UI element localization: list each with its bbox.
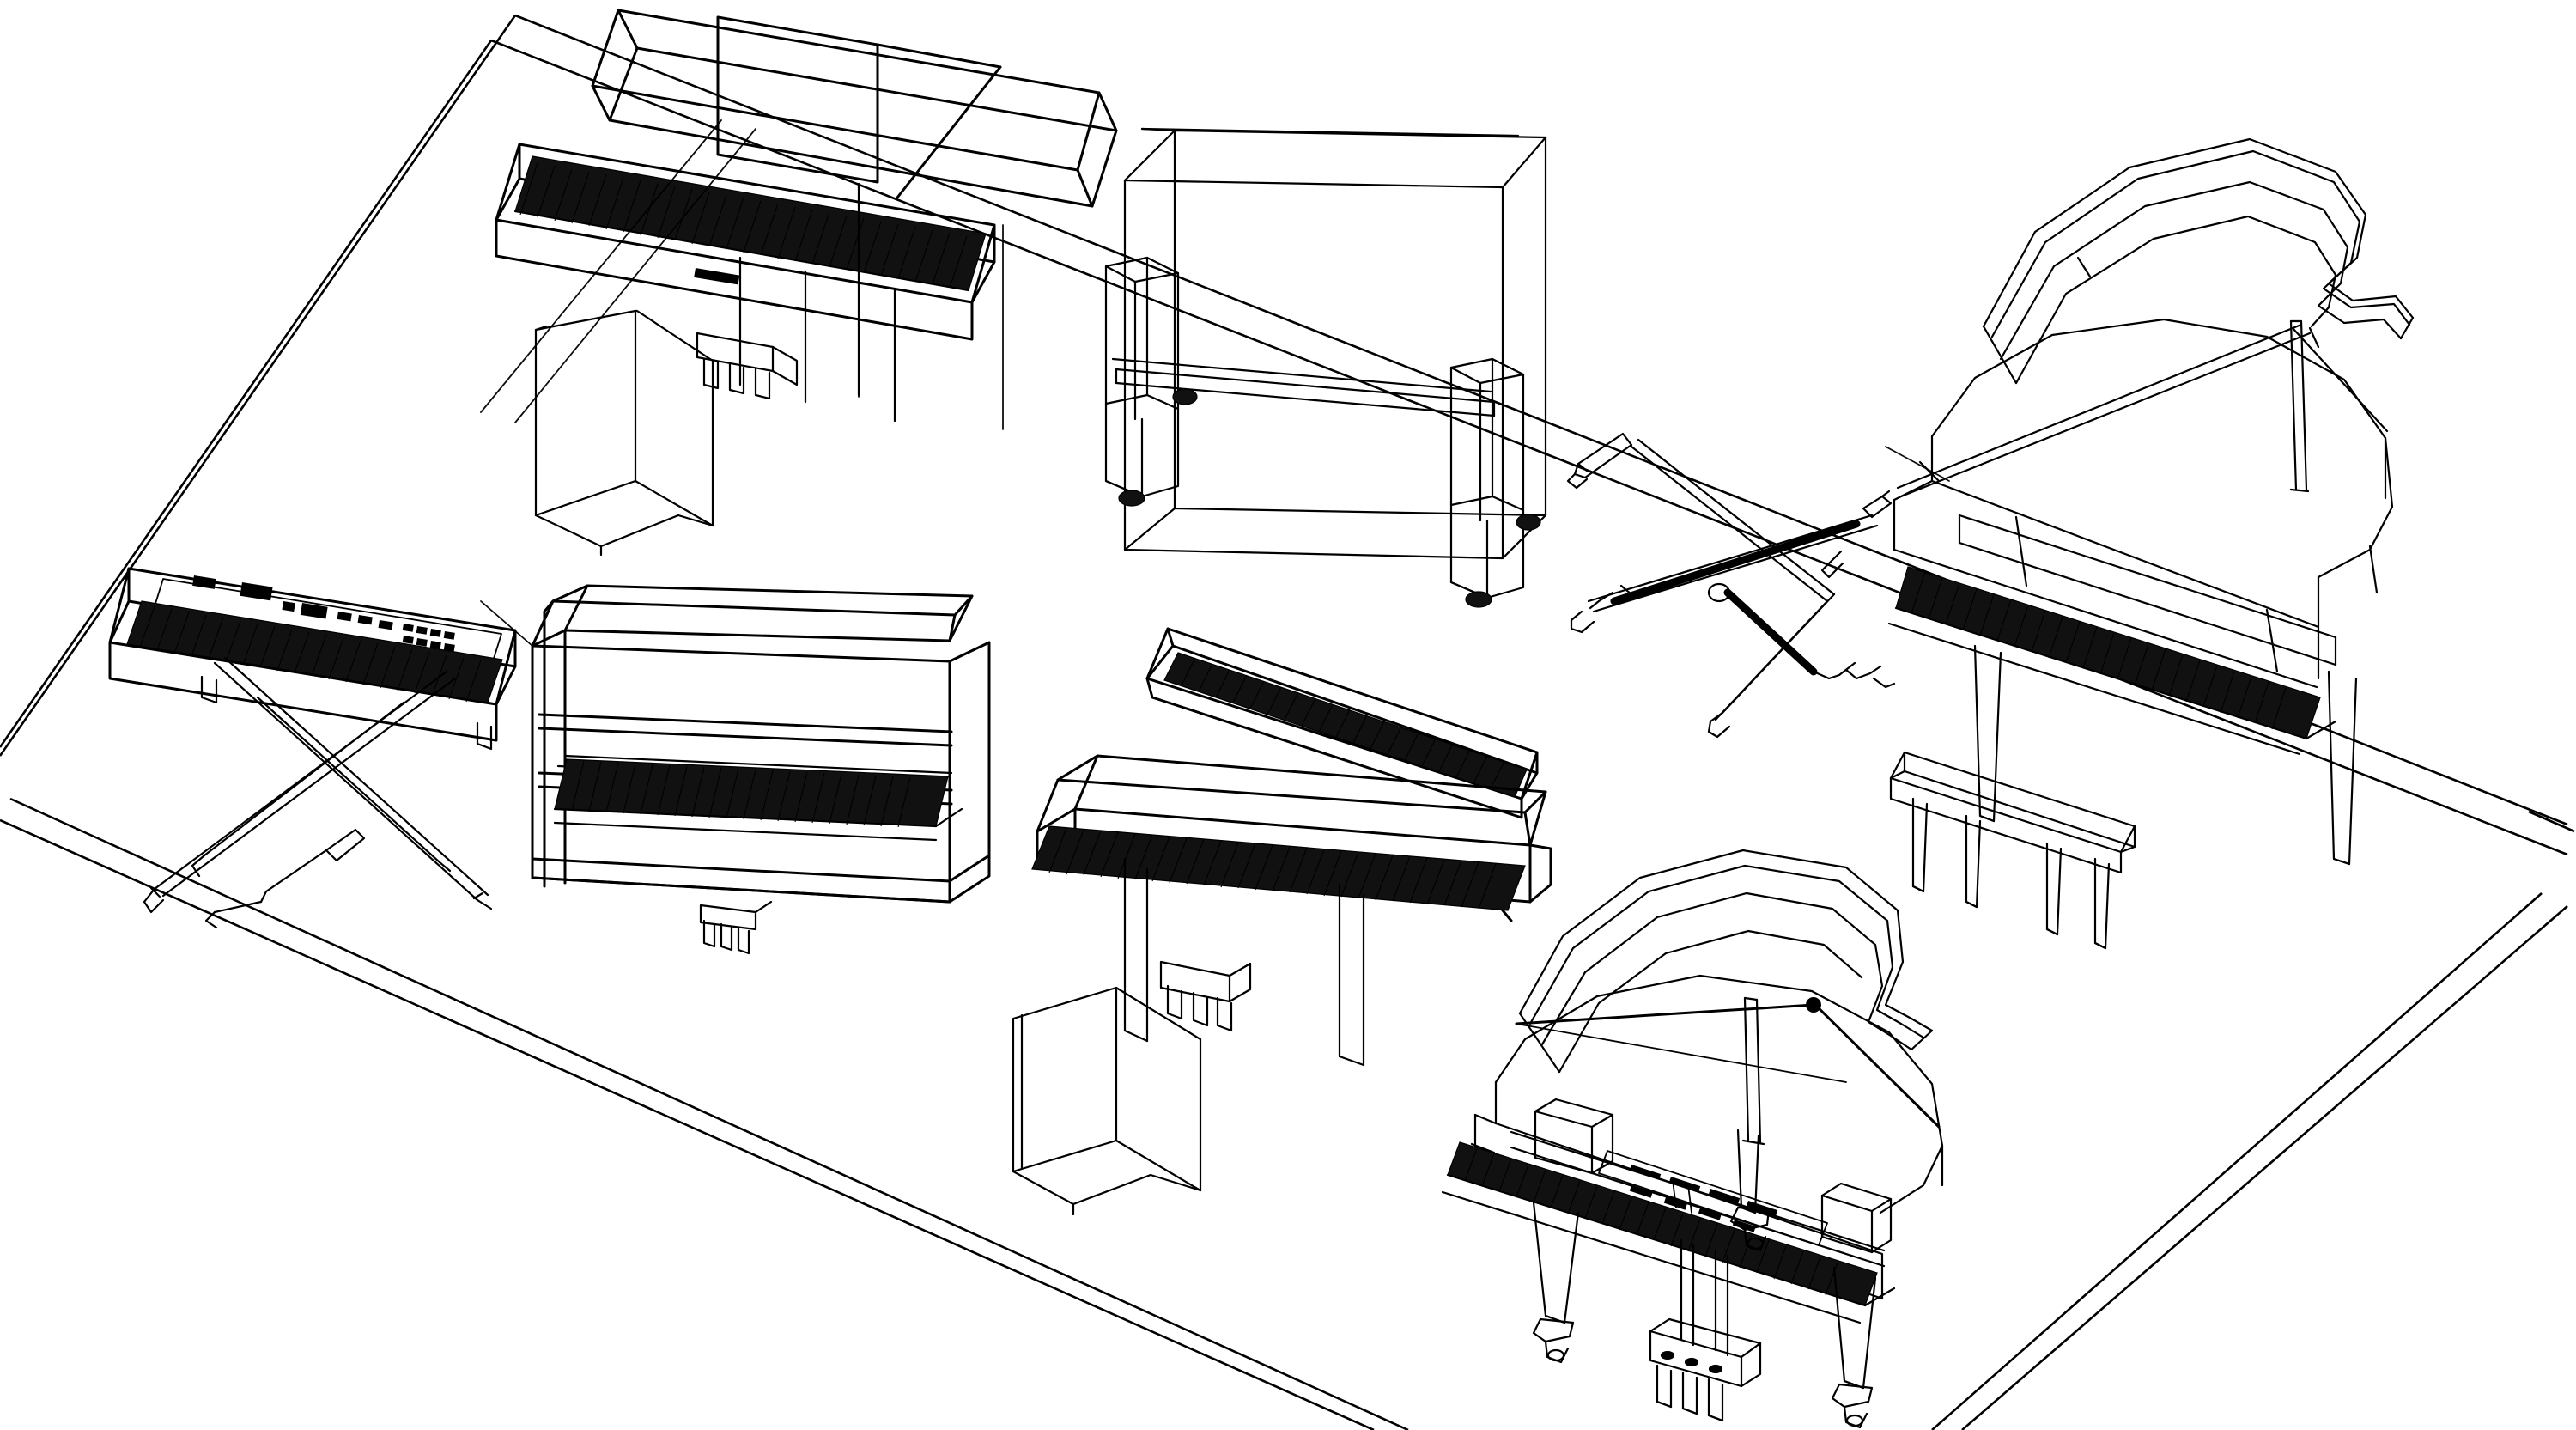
upright-frame-right-post: [1449, 357, 1525, 608]
baby-grand-control-panel[interactable]: [1598, 1150, 1828, 1246]
portable-keyboard-x-stand[interactable]: [143, 656, 493, 929]
digital-piano-legs: [1123, 857, 1365, 1067]
slab-keyboard-keys[interactable]: [1163, 652, 1528, 798]
baby-grand-legs: [1532, 1129, 1877, 1429]
x-stand-center[interactable]: [1566, 432, 1896, 739]
portable-keyboard-left[interactable]: [108, 567, 517, 929]
grand-piano-legs: [1973, 545, 2379, 866]
digital-piano-stand-frame: [1012, 986, 1202, 1216]
construction-guide-lines: [480, 119, 1950, 647]
grand-piano-keyboard[interactable]: [1887, 566, 2337, 756]
baby-grand-lid-stay-cable: [1515, 997, 1941, 1129]
upright-frame-bolt: [1516, 514, 1541, 531]
baby-grand-lid: [1518, 849, 1934, 1146]
stage-piano-keyboard[interactable]: [513, 155, 987, 292]
portable-keyboard-keys[interactable]: [126, 600, 503, 703]
stage-piano-body: [591, 9, 1118, 208]
stage-piano-pedal-unit[interactable]: [696, 332, 799, 400]
upright-frame-crossbar: [1111, 357, 1496, 417]
console-piano-pedals[interactable]: [699, 900, 773, 955]
grand-piano-lid: [1982, 137, 2415, 493]
baby-grand-left-block: [1534, 1098, 1614, 1175]
upright-frame-bolt: [1172, 388, 1198, 405]
baby-grand-pedal-lyre[interactable]: [1649, 1238, 1762, 1422]
stage-piano-brand-logo: [694, 268, 740, 285]
slab-keyboard-shell: [1145, 627, 1539, 819]
grand-piano-bench[interactable]: [1889, 751, 2136, 950]
grand-piano-rim: [1893, 318, 2394, 689]
console-piano-center-left[interactable]: [531, 584, 991, 955]
grand-piano-right[interactable]: [1887, 137, 2415, 950]
baby-grand-right-block: [1820, 1182, 1893, 1254]
slab-keyboard-center[interactable]: [1145, 627, 1539, 819]
console-piano-keyboard[interactable]: [553, 758, 963, 842]
upright-frame-outer-box: [1123, 127, 1547, 560]
baby-grand-keyboard[interactable]: [1441, 1141, 1896, 1324]
digital-piano-keyboard[interactable]: [1031, 825, 1526, 911]
baby-grand-bottom-right[interactable]: [1441, 849, 1944, 1429]
digital-piano-pedal-board[interactable]: [1159, 960, 1252, 1032]
upright-frame-top-center[interactable]: [1104, 127, 1547, 608]
upright-frame-left-post: [1104, 256, 1180, 507]
digital-piano-center[interactable]: [1012, 754, 1552, 1216]
